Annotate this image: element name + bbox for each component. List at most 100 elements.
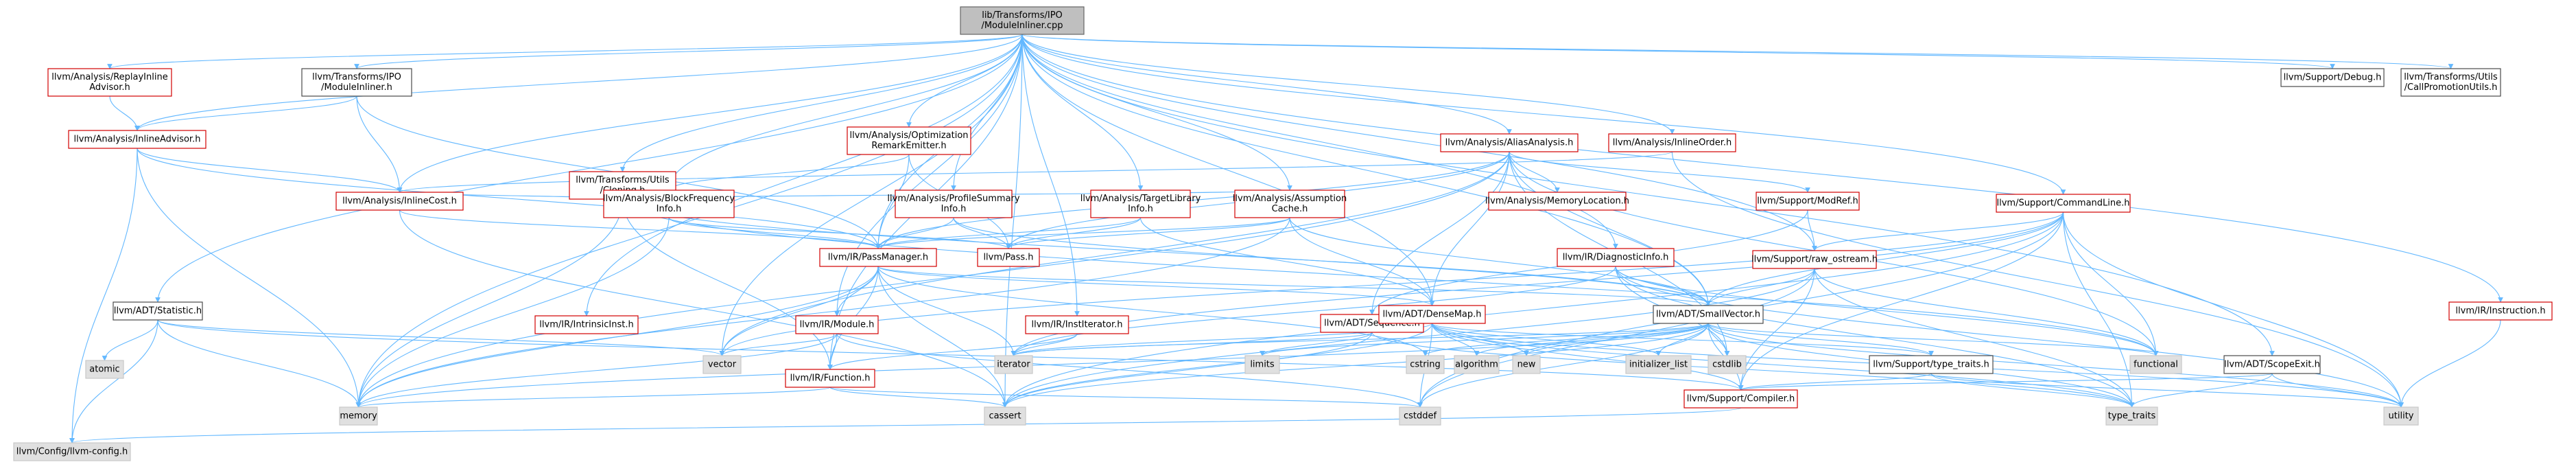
- edge-inlcost-to-passmgr: [399, 209, 881, 249]
- node-pass[interactable]: llvm/Pass.h: [977, 248, 1040, 267]
- node-aa[interactable]: llvm/Analysis/AliasAnalysis.h: [1440, 133, 1579, 152]
- node-scopeexit[interactable]: llvm/ADT/ScopeExit.h: [2223, 355, 2321, 374]
- node-iterator: iterator: [994, 355, 1033, 374]
- node-label-tli-1: Info.h: [1128, 204, 1153, 214]
- node-diag[interactable]: llvm/IR/DiagnosticInfo.h: [1557, 248, 1675, 267]
- node-label-type_traits-0: type_traits: [2108, 411, 2156, 422]
- node-box-limits: [1244, 355, 1280, 374]
- node-inlorder[interactable]: llvm/Analysis/InlineOrder.h: [1608, 133, 1736, 152]
- edge-profsum-to-passmgr: [875, 217, 954, 249]
- edge-blockfreq-to-memory: [355, 217, 670, 408]
- node-label-smallvec-0: llvm/ADT/SmallVector.h: [1656, 310, 1760, 320]
- node-function[interactable]: llvm/IR/Function.h: [785, 369, 875, 388]
- edge-smallvec-to-typetraits_h: [1708, 323, 1934, 356]
- node-passmgr[interactable]: llvm/IR/PassManager.h: [819, 248, 937, 267]
- node-label-instruction-0: llvm/IR/Instruction.h: [2455, 306, 2545, 317]
- edge-ipo-to-inladv: [134, 95, 357, 131]
- node-box-optrem: [847, 126, 971, 155]
- edge-root-to-cmdline: [1021, 34, 2066, 195]
- edge-aa-to-memloc: [1509, 151, 1560, 193]
- node-label-cmdline-0: llvm/Support/CommandLine.h: [1996, 198, 2129, 209]
- edge-smallvec-to-functional: [1708, 323, 2159, 356]
- edge-densemap-to-compiler: [1431, 323, 1744, 391]
- edge-function-to-memory: [356, 387, 831, 408]
- node-modref[interactable]: llvm/Support/ModRef.h: [1756, 192, 1860, 211]
- edge-root-to-optrem: [906, 34, 1023, 128]
- node-densemap[interactable]: llvm/ADT/DenseMap.h: [1378, 305, 1486, 324]
- node-label-statistic-0: llvm/ADT/Statistic.h: [114, 306, 202, 317]
- edge-densemap-to-typetraits_h: [1431, 323, 1934, 356]
- edge-layer: [69, 34, 2503, 444]
- node-label-cloning-0: llvm/Transforms/Utils: [576, 175, 670, 185]
- edge-institer-to-function: [827, 333, 1078, 370]
- edge-aa-to-memory: [355, 151, 1510, 408]
- node-label-institer-0: llvm/IR/InstIterator.h: [1032, 320, 1123, 330]
- edge-replay-to-inladv: [109, 95, 140, 131]
- node-cmdline[interactable]: llvm/Support/CommandLine.h: [1996, 194, 2131, 213]
- edge-sequence-to-limits: [1260, 332, 1373, 356]
- edge-statistic-to-compiler: [157, 319, 1743, 391]
- edge-scopeexit-to-compiler: [1738, 373, 2273, 391]
- node-label-rawos-0: llvm/Support/raw_ostream.h: [1751, 255, 1878, 265]
- node-new: new: [1512, 355, 1541, 374]
- edge-inlorder-to-utility: [1671, 151, 2404, 408]
- node-optrem[interactable]: llvm/Analysis/OptimizationRemarkEmitter.…: [847, 126, 971, 155]
- node-memloc[interactable]: llvm/Analysis/MemoryLocation.h: [1485, 192, 1629, 211]
- node-institer[interactable]: llvm/IR/InstIterator.h: [1025, 315, 1129, 334]
- edge-cloning-to-smallvec: [622, 198, 1711, 306]
- node-callprom[interactable]: llvm/Transforms/Utils/CallPromotionUtils…: [2400, 68, 2501, 97]
- node-instruction[interactable]: llvm/IR/Instruction.h: [2448, 301, 2553, 321]
- node-initlist: initializer_list: [1625, 355, 1692, 374]
- edge-smallvec-to-limits: [1260, 323, 1709, 356]
- node-ipo[interactable]: llvm/Transforms/IPO/ModuleInliner.h: [301, 68, 412, 97]
- node-smallvec[interactable]: llvm/ADT/SmallVector.h: [1653, 305, 1764, 324]
- node-rawos[interactable]: llvm/Support/raw_ostream.h: [1751, 250, 1878, 269]
- edge-smallvec-to-cstdlib: [1708, 323, 1730, 356]
- edge-sequence-to-type_traits: [1371, 332, 2135, 408]
- node-label-debug-0: llvm/Support/Debug.h: [2284, 73, 2382, 83]
- node-box-ipo: [301, 68, 412, 97]
- node-inladv[interactable]: llvm/Analysis/InlineAdvisor.h: [68, 130, 206, 149]
- node-box-utility: [2383, 406, 2419, 426]
- node-label-tli-0: llvm/Analysis/TargetLibrary: [1080, 194, 1201, 204]
- edge-root-to-callprom: [1021, 34, 2453, 69]
- node-debug[interactable]: llvm/Support/Debug.h: [2280, 68, 2385, 87]
- node-intrinsic[interactable]: llvm/IR/IntrinsicInst.h: [534, 315, 639, 334]
- node-box-modref: [1756, 192, 1860, 211]
- node-statistic[interactable]: llvm/ADT/Statistic.h: [113, 301, 203, 321]
- node-root[interactable]: lib/Transforms/IPO/ModuleInliner.cpp: [960, 6, 1085, 35]
- node-label-aa-0: llvm/Analysis/AliasAnalysis.h: [1445, 138, 1574, 148]
- node-box-cstdlib: [1708, 355, 1747, 374]
- node-label-passmgr-0: llvm/IR/PassManager.h: [828, 253, 928, 263]
- node-label-memory-0: memory: [340, 411, 377, 422]
- node-typetraits_h[interactable]: llvm/Support/type_traits.h: [1869, 355, 1994, 374]
- edge-aa-to-sequence: [1369, 151, 1510, 315]
- node-box-vector: [702, 355, 742, 374]
- edge-profsum-to-pass: [953, 217, 1011, 249]
- edge-passmgr-to-vector: [719, 266, 879, 356]
- node-module[interactable]: llvm/IR/Module.h: [795, 315, 879, 334]
- edge-rawos-to-cassert: [1002, 268, 1815, 408]
- node-compiler[interactable]: llvm/Support/Compiler.h: [1683, 389, 1798, 409]
- edge-aa-to-modref: [1509, 151, 1810, 193]
- edge-profsum-to-smallvec: [953, 217, 1711, 306]
- edge-statistic-to-llvmconfig: [69, 319, 158, 444]
- edge-smallvec-to-cstddef: [1417, 323, 1709, 408]
- node-label-modref-0: llvm/Support/ModRef.h: [1757, 196, 1858, 207]
- node-label-inlcost-0: llvm/Analysis/InlineCost.h: [342, 196, 457, 207]
- node-box-blockfreq: [603, 189, 735, 218]
- node-label-root-0: lib/Transforms/IPO: [982, 10, 1063, 21]
- edge-root-to-intrinsic: [584, 34, 1023, 317]
- edge-blockfreq-to-pass: [668, 217, 1011, 249]
- edge-root-to-inlorder: [1021, 34, 1675, 135]
- edge-cmdline-to-utility: [2062, 211, 2404, 408]
- node-label-diag-0: llvm/IR/DiagnosticInfo.h: [1563, 253, 1669, 263]
- node-inlcost[interactable]: llvm/Analysis/InlineCost.h: [335, 192, 464, 211]
- node-label-profsum-1: Info.h: [941, 204, 967, 214]
- node-box-instruction: [2448, 301, 2553, 321]
